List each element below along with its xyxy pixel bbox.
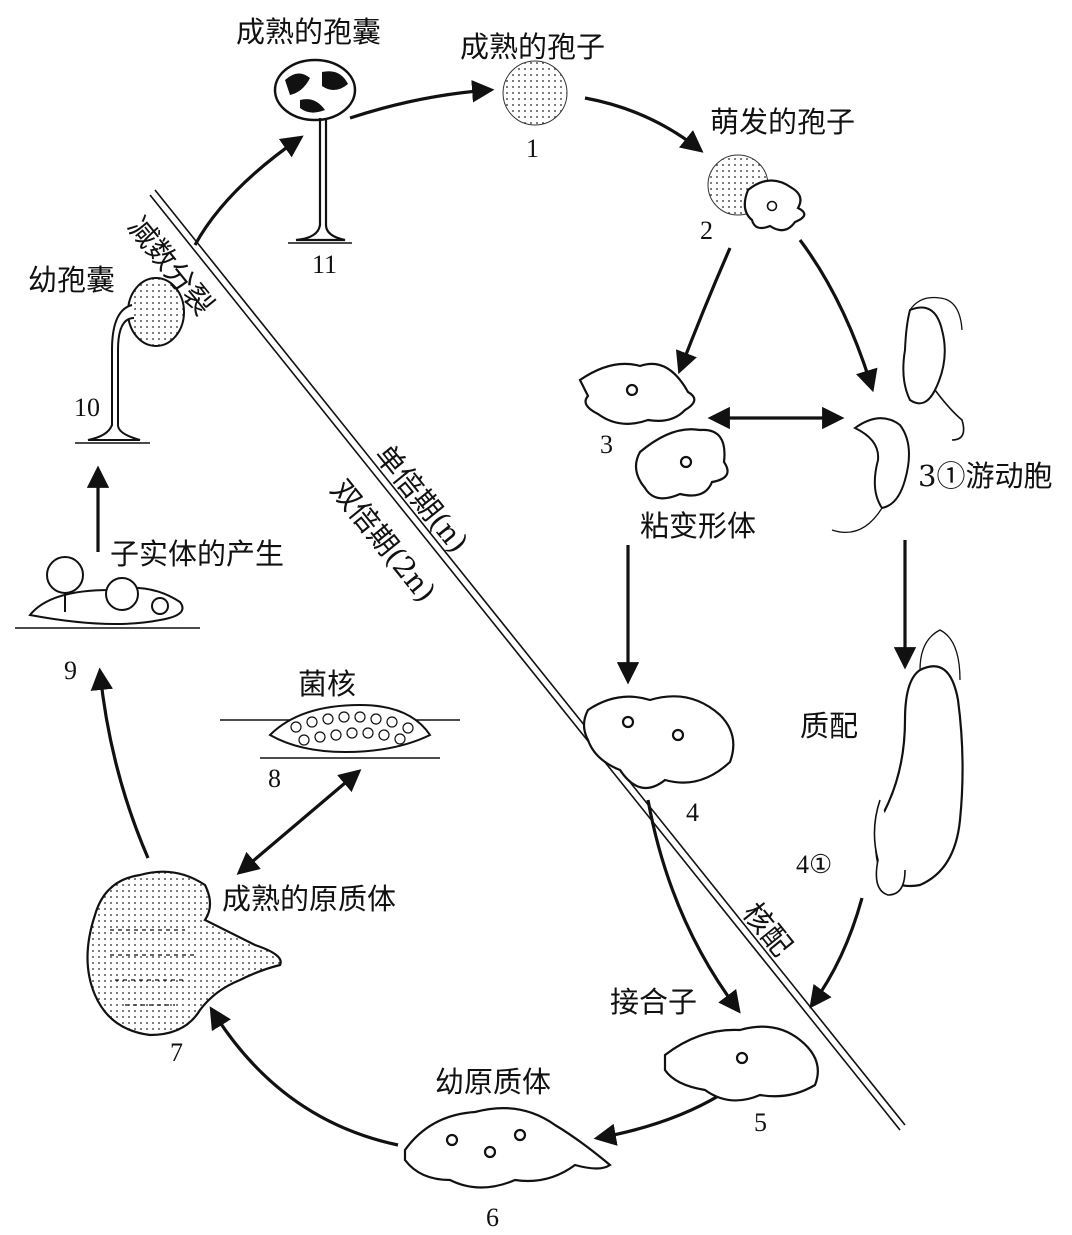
swarm-cell-figures [831, 296, 965, 534]
arrow-5-to-6 [593, 1093, 721, 1146]
arrow-7-to-9 [90, 667, 150, 859]
number-4: 4 [686, 798, 699, 827]
myxamoeba-pair-figure [582, 695, 735, 790]
number-8: 8 [268, 764, 281, 793]
arrow-2-to-swarm [798, 239, 878, 393]
label-mature-sporangium: 成熟的孢囊 [236, 15, 382, 49]
arrow-4-to-5 [646, 799, 741, 1014]
fruiting-body-figure [15, 556, 200, 629]
arrow-10-to-11 [193, 135, 304, 246]
number-5: 5 [754, 1108, 767, 1137]
mature-sporangium-figure [273, 58, 357, 244]
label-swarm-cell: 3①游动胞 [918, 459, 1053, 493]
arrow-11-to-1 [349, 80, 495, 120]
label-myxamoeba: 粘变形体 [640, 509, 757, 543]
arrow-1-to-2 [584, 96, 704, 153]
number-7: 7 [170, 1038, 183, 1067]
phase-divider-line [149, 189, 906, 1131]
label-fruiting-body-formation: 子实体的产生 [110, 537, 285, 571]
number-11: 11 [312, 250, 338, 279]
arrow-7-8-exchange [236, 769, 362, 875]
label-germinating-spore: 萌发的孢子 [710, 105, 856, 139]
young-plasmodium-figure [403, 1107, 612, 1189]
label-plasmogamy: 质配 [800, 709, 859, 743]
number-2: 2 [700, 216, 713, 245]
plasmogamy-figure [873, 629, 964, 896]
mature-spore-figure [502, 60, 568, 126]
label-mature-spore: 成熟的孢子 [460, 30, 606, 64]
number-9: 9 [64, 656, 77, 685]
number-1: 1 [526, 134, 539, 163]
mature-plasmodium-figure [86, 870, 282, 1037]
number-4-1: 4① [796, 850, 833, 879]
arrow-2-to-3 [675, 247, 732, 375]
label-zygote: 接合子 [610, 985, 698, 1019]
label-young-sporangium: 幼孢囊 [28, 263, 116, 297]
number-10: 10 [74, 393, 100, 422]
number-6: 6 [486, 1203, 499, 1232]
zygote-figure [663, 1025, 819, 1102]
myxamoeba-figures [578, 362, 729, 500]
sclerotium-figure [220, 703, 460, 759]
number-3: 3 [600, 430, 613, 459]
arrow-6-to-7 [209, 1006, 399, 1147]
label-sclerotium: 菌核 [298, 667, 357, 701]
label-mature-plasmodium: 成熟的原质体 [222, 882, 397, 916]
young-sporangium-figure [75, 277, 185, 444]
arrow-plasmogamy-to-5 [809, 897, 864, 1009]
germinating-spore-figure [707, 154, 806, 232]
cycle-arrows [86, 80, 917, 1147]
label-young-plasmodium: 幼原质体 [435, 1065, 552, 1099]
